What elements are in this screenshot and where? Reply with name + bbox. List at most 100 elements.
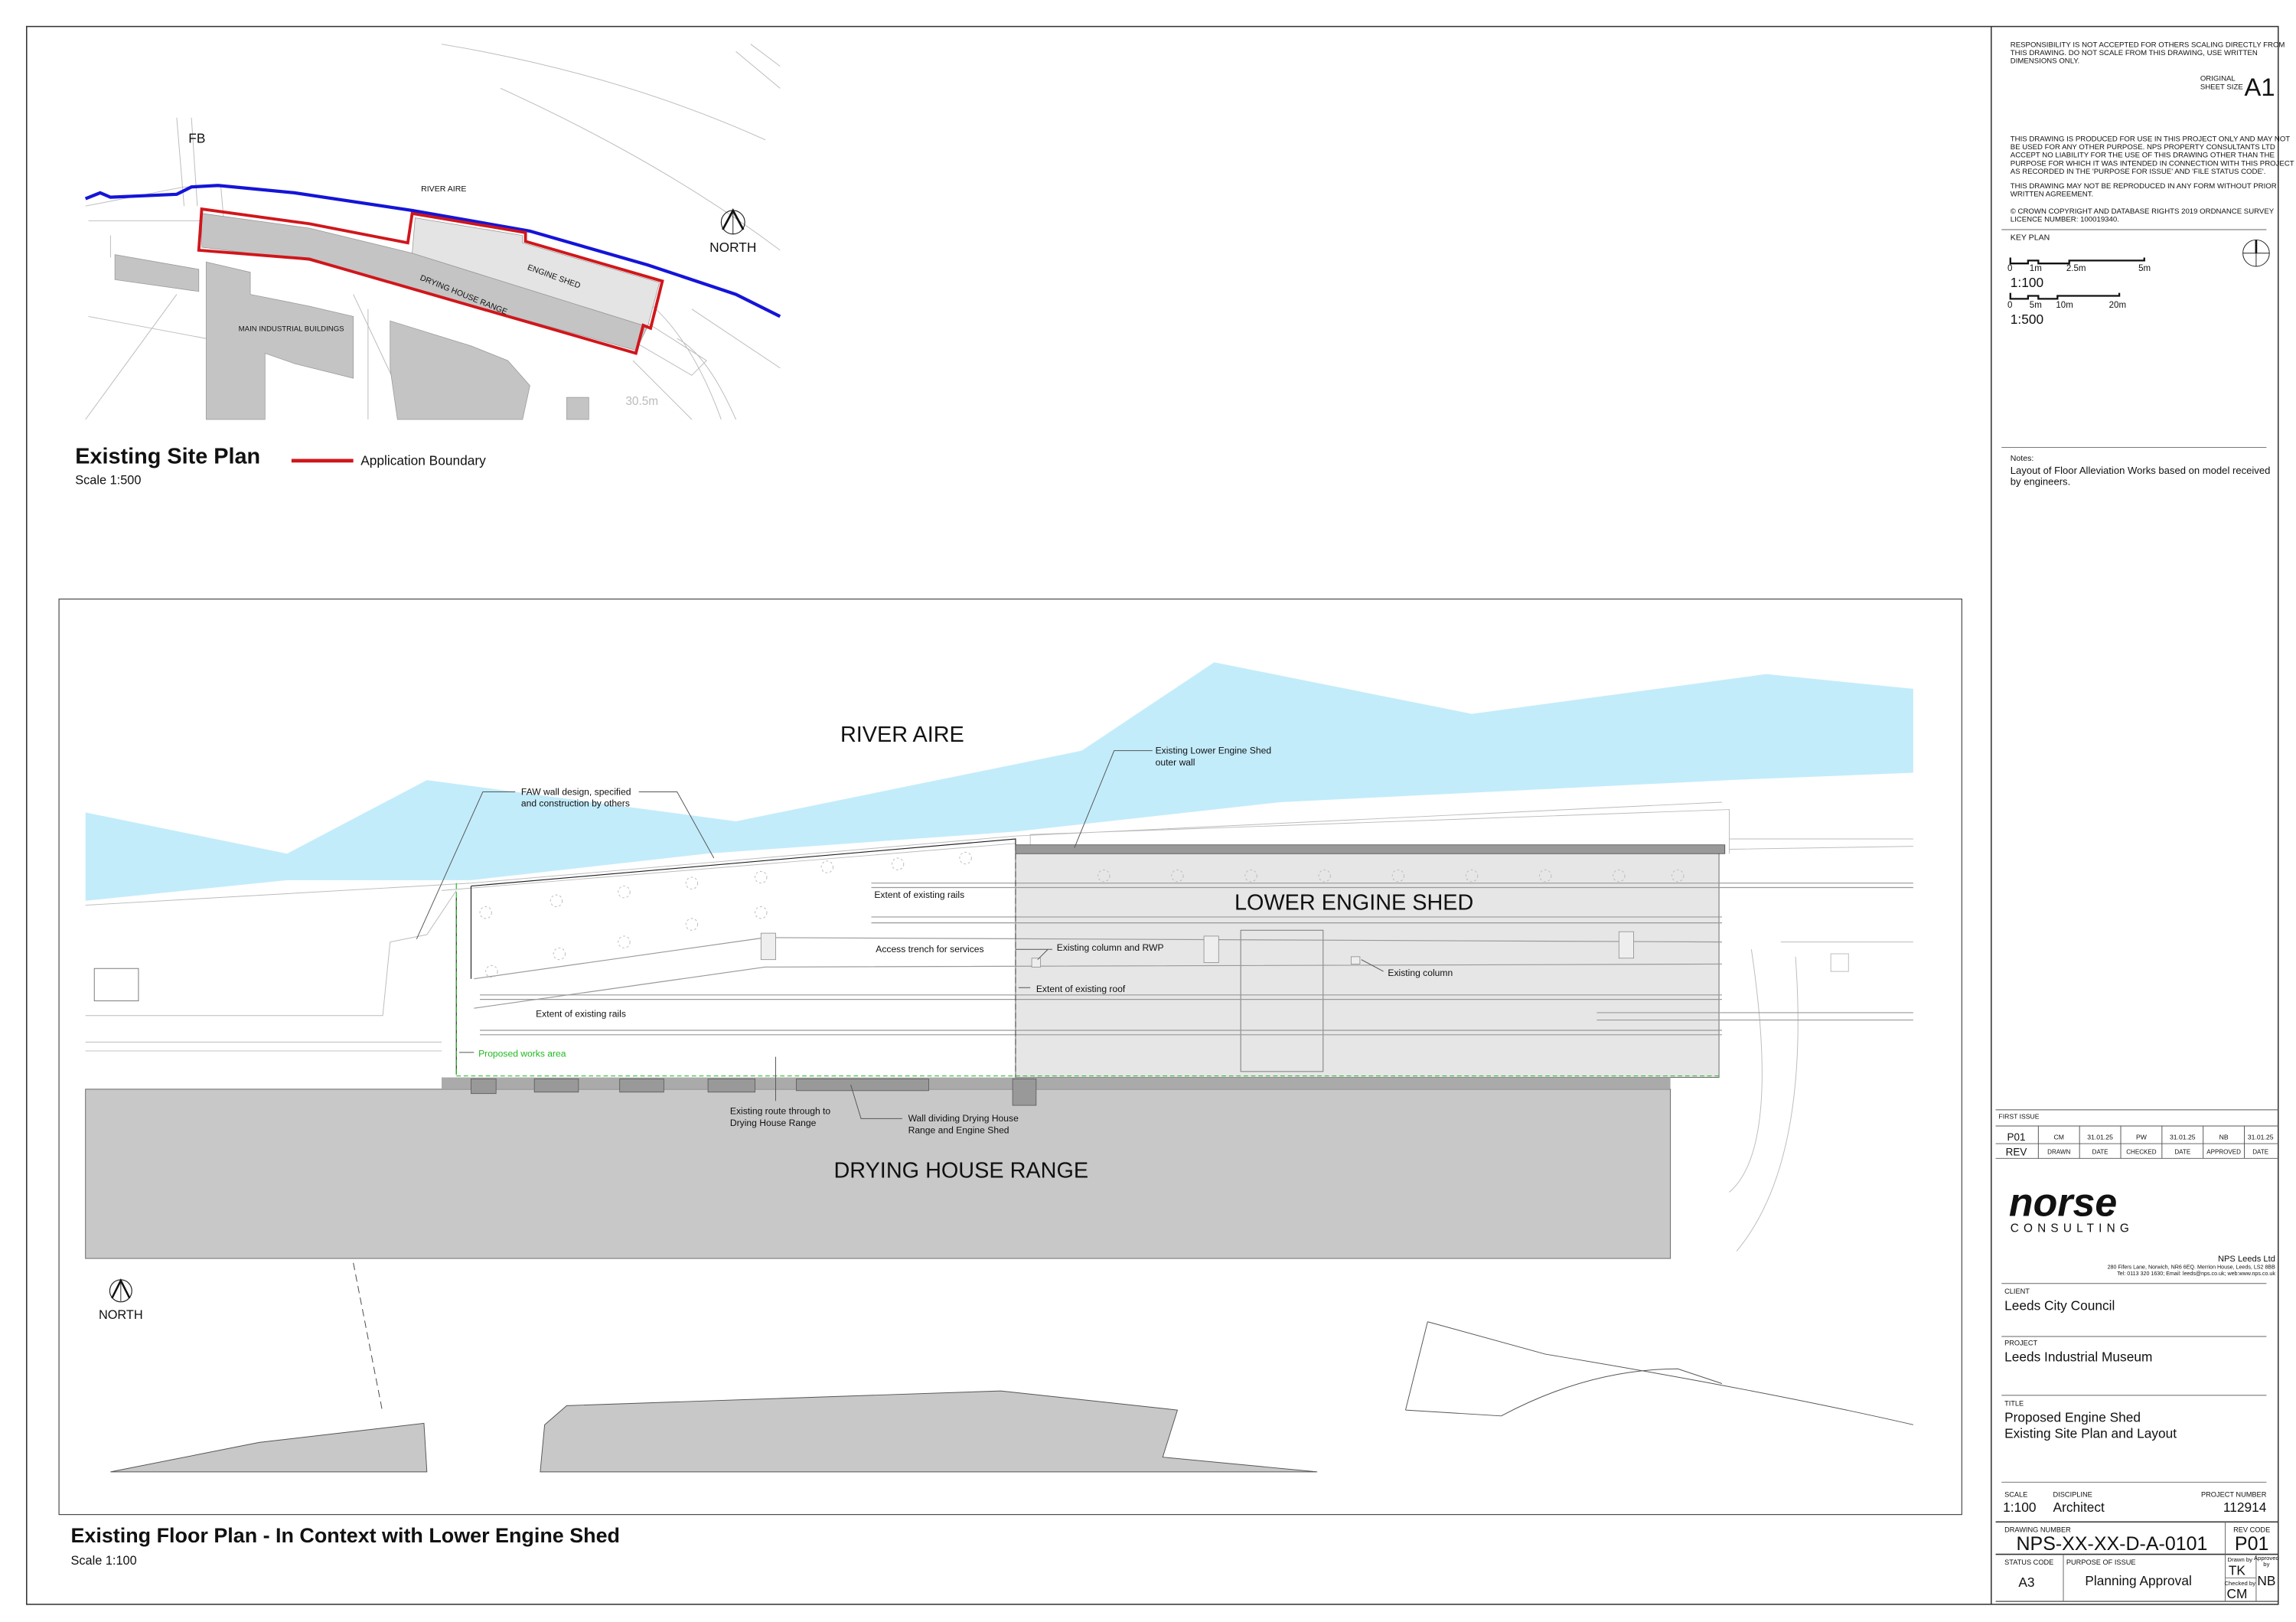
revision-headers: REV DRAWN DATE CHECKED DATE APPROVED DAT… — [2006, 1146, 2269, 1157]
title-label: TITLE — [2004, 1399, 2024, 1407]
yard-walls — [455, 838, 1016, 1075]
existing-site-plan: FB RIVER AIRE ENGINE SHED DRYING HOUSE R… — [75, 44, 781, 488]
north-arrow-icon — [109, 1278, 132, 1303]
floor-plan-title: Existing Floor Plan - In Context with Lo… — [70, 1524, 620, 1547]
title-line: Existing Site Plan and Layout — [2004, 1426, 2177, 1441]
usage-line: AS RECORDED IN THE 'PURPOSE FOR ISSUE' A… — [2011, 168, 2266, 176]
column-note: Existing column — [1388, 968, 1453, 978]
wall-piers — [471, 1079, 1037, 1106]
lower-engine-shed-label: LOWER ENGINE SHED — [1234, 890, 1473, 915]
project-number-label: PROJECT NUMBER — [2201, 1491, 2267, 1499]
norse-consulting-logo: norse CONSULTING — [2009, 1180, 2134, 1235]
floor-plan-scale: Scale 1:100 — [70, 1554, 136, 1568]
copyright-line: LICENCE NUMBER: 100019340. — [2011, 215, 2119, 224]
scale-label: 1:500 — [2011, 312, 2043, 327]
logo-wordmark: norse — [2009, 1180, 2117, 1225]
rails-note-1: Extent of existing rails — [874, 889, 964, 900]
scale-tick: 10m — [2056, 301, 2073, 310]
project-label: PROJECT — [2004, 1340, 2037, 1347]
wall-note-2: Range and Engine Shed — [908, 1125, 1009, 1136]
site-plan-scale: Scale 1:500 — [75, 474, 141, 488]
purpose-label: PURPOSE OF ISSUE — [2066, 1558, 2136, 1566]
scale-tick: 2.5m — [2066, 264, 2086, 273]
existing-floor-plan: RIVER AIRE LOWER ENGINE SHED DRYING HOUS… — [58, 599, 1962, 1568]
scale-label: 1:100 — [2011, 275, 2043, 290]
revision-row: P01 CM 31.01.25 PW 31.01.25 NB 31.01.25 — [2007, 1131, 2274, 1143]
context-buildings — [110, 1262, 1913, 1473]
scale-tick: 0 — [2007, 264, 2012, 273]
checked-by-value: CM — [2226, 1586, 2247, 1601]
annotation-leaders — [416, 750, 1384, 1119]
column-bases — [479, 851, 1684, 978]
project-value: Leeds Industrial Museum — [2004, 1349, 2152, 1365]
rev-cell: 31.01.25 — [2248, 1133, 2274, 1141]
faw-note-1: FAW wall design, specified — [521, 786, 631, 797]
usage-line: ACCEPT NO LIABILITY FOR THE USE OF THIS … — [2011, 152, 2275, 160]
rails-note-2: Extent of existing rails — [536, 1009, 626, 1020]
river-bank-lines — [85, 801, 1913, 1252]
application-boundary — [197, 207, 664, 355]
scale-tick: 1m — [2030, 264, 2042, 273]
logo-subtitle: CONSULTING — [2011, 1222, 2134, 1235]
river-line — [84, 184, 781, 318]
shed-pit — [1240, 929, 1324, 1072]
rev-header: APPROVED — [2206, 1149, 2241, 1156]
rev-cell: CM — [2054, 1133, 2064, 1141]
client-label: CLIENT — [2004, 1287, 2030, 1295]
drying-house-range-label: DRYING HOUSE RANGE — [833, 1158, 1088, 1183]
revision-table — [1995, 1109, 2278, 1159]
drawing-number-label: DRAWING NUMBER — [2004, 1526, 2071, 1534]
sheet-size: A1 — [2245, 73, 2275, 101]
company-contact: Tel: 0113 320 1630; Email: leeds@nps.co.… — [2117, 1271, 2275, 1277]
usage-line: THIS DRAWING IS PRODUCED FOR USE IN THIS… — [2011, 135, 2291, 144]
reproduction-line: WRITTEN AGREEMENT. — [2011, 191, 2093, 199]
approved-by-label: by — [2263, 1561, 2269, 1568]
checked-by-label: Checked by — [2224, 1580, 2255, 1587]
scale-tick: 5m — [2138, 264, 2151, 273]
rev-cell: P01 — [2007, 1131, 2026, 1143]
usage-line: BE USED FOR ANY OTHER PURPOSE. NPS PROPE… — [2011, 143, 2275, 152]
level-label: 30.5m — [625, 395, 658, 408]
notes-label: Notes: — [2011, 454, 2034, 463]
drawn-by-label: Drawn by — [2228, 1556, 2253, 1563]
company-name: NPS Leeds Ltd — [2218, 1255, 2275, 1264]
column-rwp-note: Existing column and RWP — [1057, 942, 1164, 953]
scale-tick: 0 — [2007, 301, 2012, 310]
status-code-label: STATUS CODE — [2004, 1558, 2053, 1566]
north-label: NORTH — [709, 240, 756, 255]
floor-plan-frame — [58, 599, 1962, 1516]
disclaimer-line: DIMENSIONS ONLY. — [2011, 57, 2079, 66]
sheet-border — [26, 25, 2279, 1605]
company-address: 280 Fifers Lane, Norwich, NR6 6EQ. Merri… — [2108, 1265, 2276, 1271]
scale-tick: 20m — [2109, 301, 2126, 310]
rev-header: DATE — [2252, 1149, 2269, 1156]
wall-note-1: Wall dividing Drying House — [908, 1113, 1019, 1124]
rev-code-value: P01 — [2235, 1533, 2268, 1555]
rev-cell: NB — [2219, 1133, 2229, 1141]
rev-cell: 31.01.25 — [2170, 1133, 2196, 1141]
drying-house-fill — [201, 213, 648, 351]
rails — [474, 883, 1913, 1036]
title-block-dividers — [1995, 1283, 2278, 1602]
drawn-by-value: TK — [2229, 1562, 2246, 1578]
river-label: RIVER AIRE — [421, 184, 466, 194]
north-arrow-icon — [720, 208, 745, 235]
note-line: by engineers. — [2011, 476, 2070, 488]
site-plan-title: Existing Site Plan — [75, 445, 260, 469]
client-value: Leeds City Council — [2004, 1297, 2115, 1313]
rev-header: DATE — [2092, 1149, 2109, 1156]
scale-value: 1:100 — [2003, 1500, 2036, 1515]
disclaimer-line: RESPONSIBILITY IS NOT ACCEPTED FOR OTHER… — [2011, 41, 2285, 50]
title-line: Proposed Engine Shed — [2004, 1409, 2141, 1425]
note-line: Layout of Floor Alleviation Works based … — [2011, 465, 2271, 476]
trench-note: Access trench for services — [876, 944, 983, 955]
approved-by-value: NB — [2257, 1573, 2275, 1588]
scale-tick: 5m — [2030, 301, 2042, 310]
copyright-line: © CROWN COPYRIGHT AND DATABASE RIGHTS 20… — [2011, 207, 2275, 216]
faw-note-2: and construction by others — [521, 798, 630, 809]
rev-cell: PW — [2136, 1133, 2148, 1141]
rev-cell: 31.01.25 — [2087, 1133, 2113, 1141]
fb-label: FB — [188, 131, 205, 146]
rev-header: CHECKED — [2126, 1149, 2157, 1156]
